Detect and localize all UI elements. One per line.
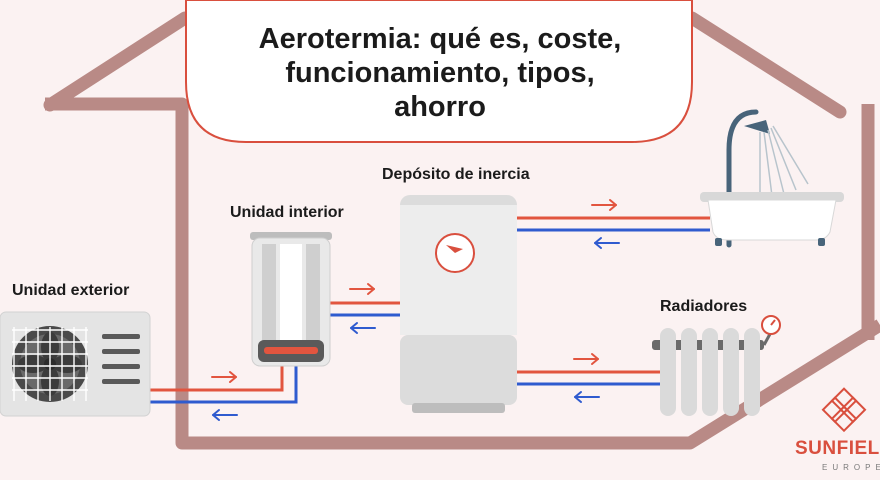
title-line-1: Aerotermia: qué es, coste, xyxy=(258,23,622,55)
arrow-cold-radiator xyxy=(574,391,600,403)
house-outline xyxy=(43,11,192,112)
sunfield-logo-icon xyxy=(821,387,867,433)
label-unidad-interior: Unidad interior xyxy=(230,204,344,221)
arrow-hot-interior xyxy=(349,283,375,295)
arrow-cold-interior xyxy=(350,322,376,334)
indoor-unit xyxy=(250,232,332,367)
gauge-icon xyxy=(435,233,475,273)
outdoor-unit xyxy=(0,311,151,417)
arrow-cold-exterior xyxy=(212,409,238,421)
arrow-hot-exterior xyxy=(211,371,237,383)
arrow-cold-bath xyxy=(594,237,620,249)
title-line-3: ahorro xyxy=(394,91,486,123)
radiator xyxy=(652,315,781,416)
arrow-hot-bath xyxy=(591,199,617,211)
brand-subtitle: EUROPE xyxy=(822,463,880,472)
vent-slots xyxy=(102,334,140,384)
pipe-cold-exterior xyxy=(148,365,298,404)
shower-head-icon xyxy=(744,120,770,134)
house-roof-right xyxy=(685,11,847,119)
page-title: Aerotermia: qué es, coste, funcionamient… xyxy=(190,22,690,124)
buffer-tank xyxy=(400,195,517,413)
label-radiadores: Radiadores xyxy=(660,298,748,315)
thermostat-icon xyxy=(761,315,781,335)
fan-icon xyxy=(12,326,88,402)
bathtub xyxy=(700,109,844,248)
brand-name: SUNFIELD xyxy=(795,438,880,459)
arrow-hot-radiator xyxy=(573,353,599,365)
label-unidad-exterior: Unidad exterior xyxy=(12,282,130,299)
title-line-2: funcionamiento, tipos, xyxy=(285,57,595,89)
flow-arrows xyxy=(211,199,620,421)
title-bubble xyxy=(185,0,693,143)
pipe-hot-exterior xyxy=(148,365,284,392)
label-deposito-inercia: Depósito de inercia xyxy=(382,166,530,183)
